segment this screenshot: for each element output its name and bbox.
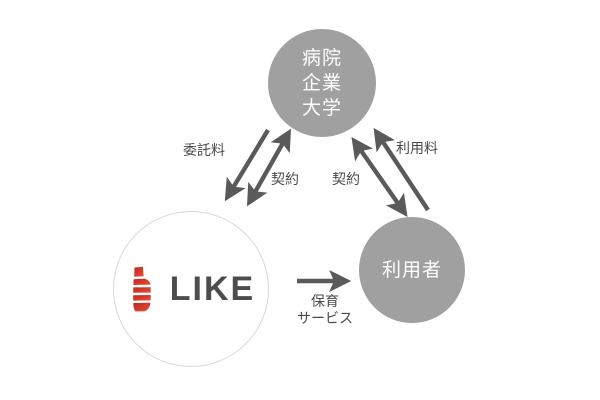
node-client-organizations: 病院 企業 大学: [268, 29, 376, 137]
edge-label-riyoryo: 利用料: [396, 140, 438, 156]
edge-keiyaku-left-arrow: [246, 128, 292, 207]
like-wordmark: LIKE: [169, 270, 256, 308]
edge-label-hoiku-service: 保育 サービス: [288, 293, 362, 327]
node-end-user: 利用者: [359, 217, 465, 323]
thumbs-up-icon-glyph: [132, 266, 151, 312]
edge-keiyaku-right-arrow: [351, 136, 408, 218]
edge-itakuryo-arrow: [224, 128, 270, 202]
like-logo-lockup: LIKE: [127, 266, 255, 312]
node-top-line-2: 企業: [301, 72, 342, 94]
node-like-company: LIKE: [113, 211, 269, 367]
node-top-line-3: 大学: [301, 97, 342, 119]
edge-label-hoiku-line-1: 保育: [311, 293, 339, 309]
edge-label-keiyaku-right: 契約: [332, 171, 360, 187]
edge-label-itakuryo: 委託料: [183, 142, 225, 158]
edge-label-hoiku-line-2: サービス: [297, 310, 353, 326]
edge-riyoryo-arrow: [373, 127, 430, 212]
node-top-line-1: 病院: [301, 47, 342, 69]
edge-label-keiyaku-left: 契約: [271, 171, 299, 187]
node-user-label: 利用者: [381, 259, 442, 281]
thumbs-up-icon: [127, 266, 161, 312]
